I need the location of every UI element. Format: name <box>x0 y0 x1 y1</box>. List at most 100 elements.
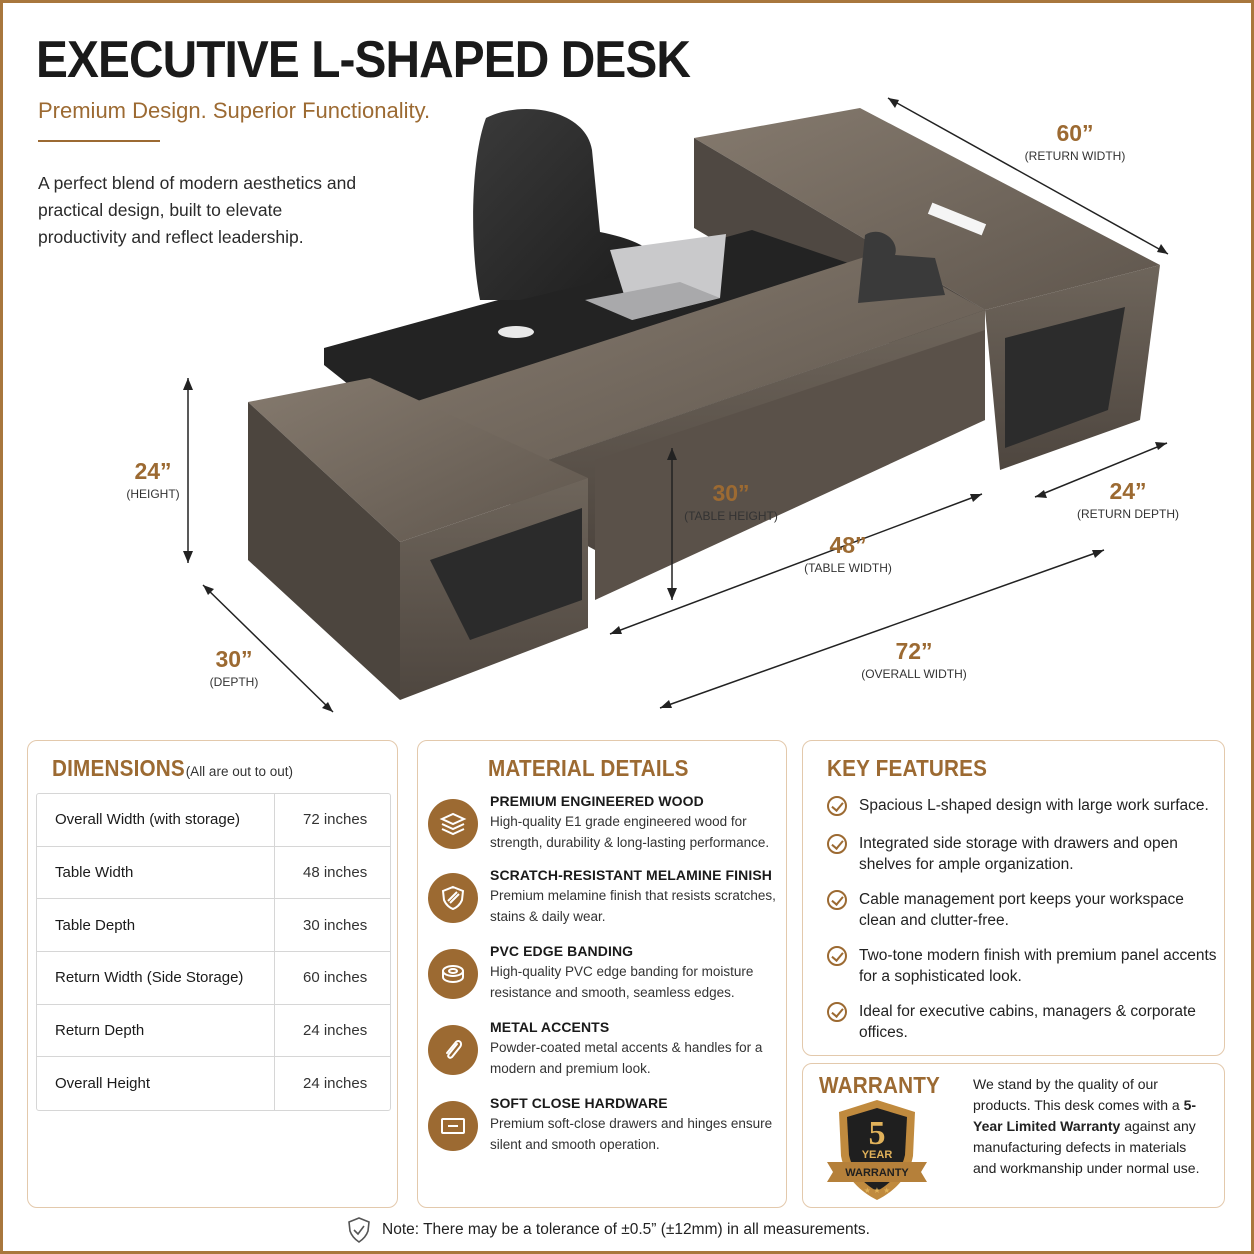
table-row: Table Width 48 inches <box>37 846 390 900</box>
key-features-heading: KEY FEATURES <box>827 755 988 781</box>
cup-illustration <box>498 326 534 338</box>
row-label: Table Width <box>37 846 275 899</box>
row-value: 30 inches <box>303 916 368 934</box>
callout-caption: (HEIGHT) <box>126 487 180 501</box>
callout-caption: (TABLE WIDTH) <box>804 561 892 575</box>
callout-caption: (TABLE HEIGHT) <box>684 509 778 523</box>
layers-icon <box>428 799 478 849</box>
check-circle-icon <box>827 946 847 966</box>
warranty-text: We stand by the quality of our products.… <box>973 1074 1213 1179</box>
warranty-panel: WARRANTY 5 YEAR WARRANTY ★ ★ ★ We stand … <box>802 1063 1225 1208</box>
row-value: 24 inches <box>303 1022 368 1040</box>
material-item: SOFT CLOSE HARDWARE Premium soft-close d… <box>428 1095 784 1155</box>
drawer-icon <box>428 1101 478 1151</box>
material-title: PREMIUM ENGINEERED WOOD <box>490 793 704 809</box>
callout-value: 48” <box>829 532 867 558</box>
callout-value: 24” <box>134 458 172 484</box>
callout-value: 30” <box>215 646 253 672</box>
footer-note-text: Note: There may be a tolerance of ±0.5” … <box>382 1221 870 1238</box>
callout-value: 72” <box>895 638 933 664</box>
shield-scratch-icon <box>428 873 478 923</box>
row-label: Return Depth <box>37 1004 275 1057</box>
paperclip-icon <box>428 1025 478 1075</box>
material-desc: High-quality PVC edge banding for moistu… <box>490 964 754 1000</box>
main-desktop <box>324 230 985 600</box>
feature-item: Integrated side storage with drawers and… <box>827 833 1217 875</box>
feature-text: Integrated side storage with drawers and… <box>859 835 1178 873</box>
row-value: 48 inches <box>303 864 368 882</box>
badge-number: 5 <box>869 1115 886 1152</box>
material-title: PVC EDGE BANDING <box>490 943 634 959</box>
material-item: PVC EDGE BANDING High-quality PVC edge b… <box>428 943 784 1003</box>
check-circle-icon <box>827 1002 847 1022</box>
material-title: SCRATCH-RESISTANT MELAMINE FINISH <box>490 867 772 883</box>
callout-caption: (RETURN DEPTH) <box>1077 507 1179 521</box>
table-row: Overall Height 24 inches <box>37 1057 390 1111</box>
callout-value: 30” <box>712 480 750 506</box>
row-value: 72 inches <box>303 811 368 829</box>
callout-table-width: 48” (TABLE WIDTH) <box>796 532 900 575</box>
material-desc: Premium melamine finish that resists scr… <box>490 888 776 924</box>
badge-label: WARRANTY <box>845 1167 909 1179</box>
shield-check-icon <box>348 1217 370 1243</box>
callout-caption: (RETURN WIDTH) <box>1024 149 1126 163</box>
chair-illustration <box>473 108 654 300</box>
feature-text: Two-tone modern finish with premium pane… <box>859 947 1217 985</box>
dimensions-table: Overall Width (with storage)72 inches Ta… <box>36 793 391 1112</box>
key-features-panel: KEY FEATURES Spacious L-shaped design wi… <box>802 740 1225 1056</box>
material-desc: Powder-coated metal accents & handles fo… <box>490 1040 763 1076</box>
row-value: 60 inches <box>303 969 368 987</box>
material-item: PREMIUM ENGINEERED WOOD High-quality E1 … <box>428 793 784 853</box>
material-desc: High-quality E1 grade engineered wood fo… <box>490 814 770 850</box>
intro-text: A perfect blend of modern aesthetics and… <box>38 173 357 247</box>
callout-height: 24” (HEIGHT) <box>110 458 196 501</box>
callout-caption: (DEPTH) <box>209 675 259 689</box>
material-title: SOFT CLOSE HARDWARE <box>490 1095 668 1111</box>
material-details-panel: MATERIAL DETAILS PREMIUM ENGINEERED WOOD… <box>417 740 787 1208</box>
left-pedestal <box>248 378 588 700</box>
footer-note: Note: There may be a tolerance of ±0.5” … <box>346 1216 870 1244</box>
dimension-arrows <box>187 97 1169 713</box>
laptop-illustration <box>585 234 726 320</box>
horse-statue-illustration <box>858 231 945 303</box>
check-circle-icon <box>827 890 847 910</box>
warranty-text-bold: 5-Year Limited Warranty <box>973 1097 1197 1134</box>
callout-value: 24” <box>1109 478 1147 504</box>
feature-item: Spacious L-shaped design with large work… <box>827 795 1217 816</box>
callout-return-depth: 24” (RETURN DEPTH) <box>1072 478 1184 521</box>
callout-table-height: 30” (TABLE HEIGHT) <box>676 480 786 523</box>
row-value: 24 inches <box>303 1075 368 1093</box>
warranty-badge-icon: 5 YEAR WARRANTY ★ ★ ★ <box>827 1100 927 1200</box>
dimensions-note: (All are out to out) <box>185 764 293 779</box>
table-row: Overall Width (with storage)72 inches <box>37 794 390 847</box>
material-item: SCRATCH-RESISTANT MELAMINE FINISH Premiu… <box>428 867 784 927</box>
feature-item: Two-tone modern finish with premium pane… <box>827 945 1217 987</box>
table-row: Return Depth 24 inches <box>37 1004 390 1058</box>
badge-year: YEAR <box>862 1149 893 1161</box>
dimensions-panel: DIMENSIONS (All are out to out) Overall … <box>27 740 398 1208</box>
feature-text: Spacious L-shaped design with large work… <box>859 797 1209 814</box>
feature-item: Ideal for executive cabins, managers & c… <box>827 1001 1217 1043</box>
feature-text: Ideal for executive cabins, managers & c… <box>859 1003 1196 1041</box>
row-label: Overall Height <box>37 1057 275 1111</box>
row-label: Return Width (Side Storage) <box>37 952 275 1004</box>
page-subtitle: Premium Design. Superior Functionality. <box>38 98 431 123</box>
warranty-text-part: against any manufacturing defects in mat… <box>973 1118 1200 1176</box>
material-item: METAL ACCENTS Powder-coated metal accent… <box>428 1019 784 1079</box>
warranty-heading: WARRANTY <box>819 1072 941 1098</box>
feature-item: Cable management port keeps your workspa… <box>827 889 1217 931</box>
check-circle-icon <box>827 796 847 816</box>
callout-depth: 30” (DEPTH) <box>196 646 272 689</box>
feature-text: Cable management port keeps your workspa… <box>859 891 1184 929</box>
callout-overall-width: 72” (OVERALL WIDTH) <box>852 638 976 681</box>
callout-return-width: 60” (RETURN WIDTH) <box>1020 120 1130 163</box>
check-circle-icon <box>827 834 847 854</box>
material-desc: Premium soft-close drawers and hinges en… <box>490 1116 773 1152</box>
desk-illustration <box>183 97 1169 713</box>
callout-caption: (OVERALL WIDTH) <box>861 667 967 681</box>
svg-text:★ ★ ★: ★ ★ ★ <box>864 1186 891 1195</box>
row-label: Table Depth <box>37 899 275 952</box>
material-title: METAL ACCENTS <box>490 1019 610 1035</box>
warranty-text-part: We stand by the quality of our products.… <box>973 1076 1184 1113</box>
